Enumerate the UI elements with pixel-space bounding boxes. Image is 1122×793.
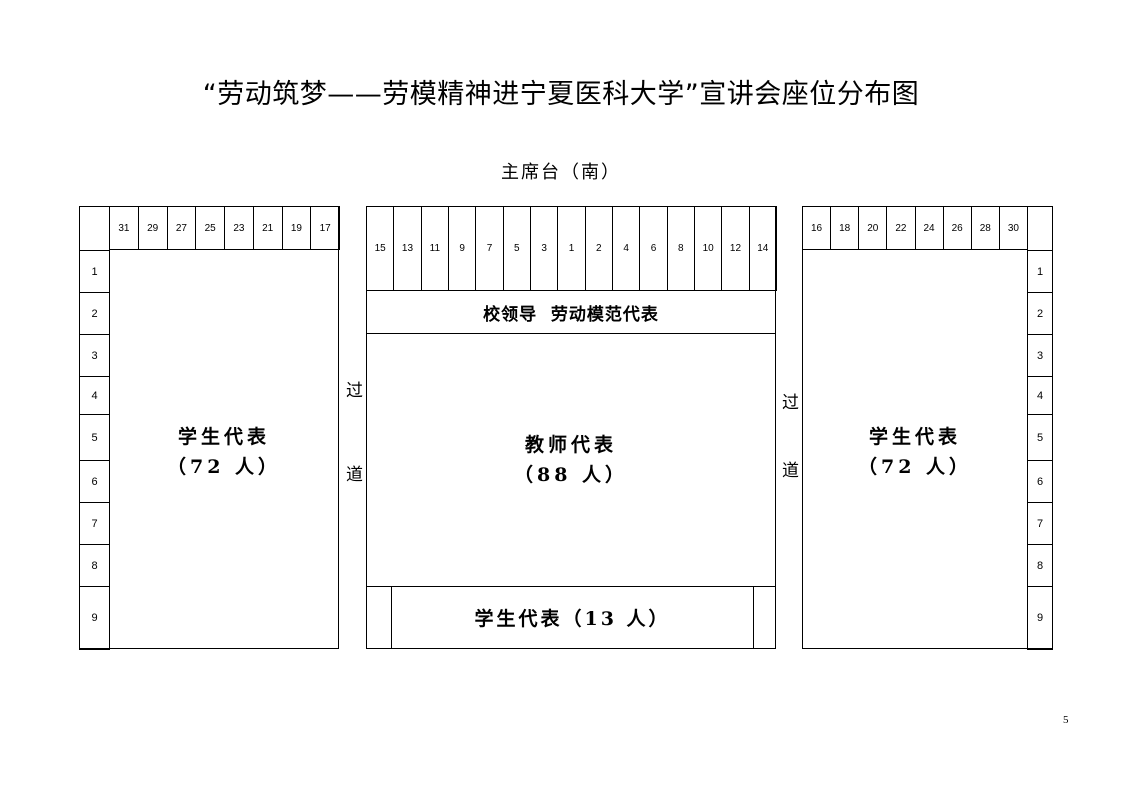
middle-bottom-label: 学生代表（13 人） (474, 608, 671, 630)
left-aisle-top: 过 (346, 381, 363, 401)
seat-number: 20 (858, 206, 888, 250)
seat-number: 25 (195, 206, 225, 250)
row-number: 1 (79, 250, 110, 293)
seat-number: 31 (109, 206, 139, 250)
row-number: 5 (79, 414, 110, 461)
right-seating-block: 学生代表 （72 人） (802, 206, 1053, 649)
right-block-label: 学生代表 （72 人） (803, 422, 1027, 482)
row-number: 7 (1027, 502, 1053, 545)
row-number: 3 (1027, 334, 1053, 377)
row-number: 8 (79, 544, 110, 587)
row-number: 4 (1027, 376, 1053, 415)
seat-number: 26 (942, 206, 972, 250)
seat-number: 4 (612, 206, 641, 291)
seat-number: 18 (830, 206, 860, 250)
right-aisle-top: 过 (782, 393, 799, 413)
right-block-count: （72 人） (857, 456, 973, 478)
leader-row: 校领导 劳动模范代表 (366, 290, 776, 334)
seat-number: 21 (252, 206, 283, 250)
right-aisle-bottom: 道 (782, 461, 799, 481)
right-block-title: 学生代表 (868, 426, 961, 448)
middle-bottom-inner: 学生代表（13 人） (391, 586, 754, 649)
seat-number: 30 (998, 206, 1028, 250)
seat-number: 22 (886, 206, 916, 250)
seat-number: 27 (166, 206, 197, 250)
seat-number: 14 (748, 206, 777, 291)
seat-number: 17 (310, 206, 340, 250)
seat-number: 7 (475, 206, 504, 291)
row-number: 9 (79, 586, 110, 650)
seat-number: 16 (802, 206, 832, 250)
seat-number: 13 (393, 206, 422, 291)
seat-number: 2 (584, 206, 613, 291)
middle-block-title: 教师代表 (524, 434, 617, 456)
seat-number: 29 (137, 206, 168, 250)
seat-number: 19 (281, 206, 312, 250)
seat-number: 12 (721, 206, 750, 291)
seat-number: 11 (420, 206, 449, 291)
row-number: 1 (1027, 250, 1053, 293)
left-block-count: （72 人） (166, 456, 282, 478)
seat-number: 10 (694, 206, 723, 291)
row-number: 8 (1027, 544, 1053, 587)
row-number: 4 (79, 376, 110, 415)
row-number: 6 (1027, 460, 1053, 503)
row-number: 2 (1027, 292, 1053, 335)
page-number: 5 (1063, 714, 1069, 726)
seat-number: 15 (366, 206, 395, 291)
leader-row-label: 校领导 劳动模范代表 (483, 304, 659, 325)
row-number: 5 (1027, 414, 1053, 461)
left-block-title: 学生代表 (177, 426, 270, 448)
left-seating-block: 学生代表 （72 人） (79, 206, 339, 649)
row-number: 2 (79, 292, 110, 335)
middle-block-label: 教师代表 （88 人） (366, 430, 776, 490)
seat-number: 23 (224, 206, 254, 250)
row-number: 3 (79, 334, 110, 377)
seat-number: 8 (666, 206, 695, 291)
seat-number: 6 (639, 206, 668, 291)
seat-number: 28 (970, 206, 1000, 250)
seat-number: 5 (502, 206, 531, 291)
left-aisle-bottom: 道 (346, 465, 363, 485)
row-number: 6 (79, 460, 110, 503)
page-title: “劳动筑梦——劳模精神进宁夏医科大学”宣讲会座位分布图 (202, 79, 920, 110)
seat-number: 3 (530, 206, 559, 291)
seat-number: 24 (914, 206, 944, 250)
stage-label: 主席台（南） (501, 162, 621, 183)
middle-block-count: （88 人） (513, 464, 629, 486)
seat-number: 9 (448, 206, 477, 291)
row-number: 9 (1027, 586, 1053, 650)
left-block-label: 学生代表 （72 人） (110, 422, 338, 482)
row-number: 7 (79, 502, 110, 545)
seat-number: 1 (557, 206, 586, 291)
